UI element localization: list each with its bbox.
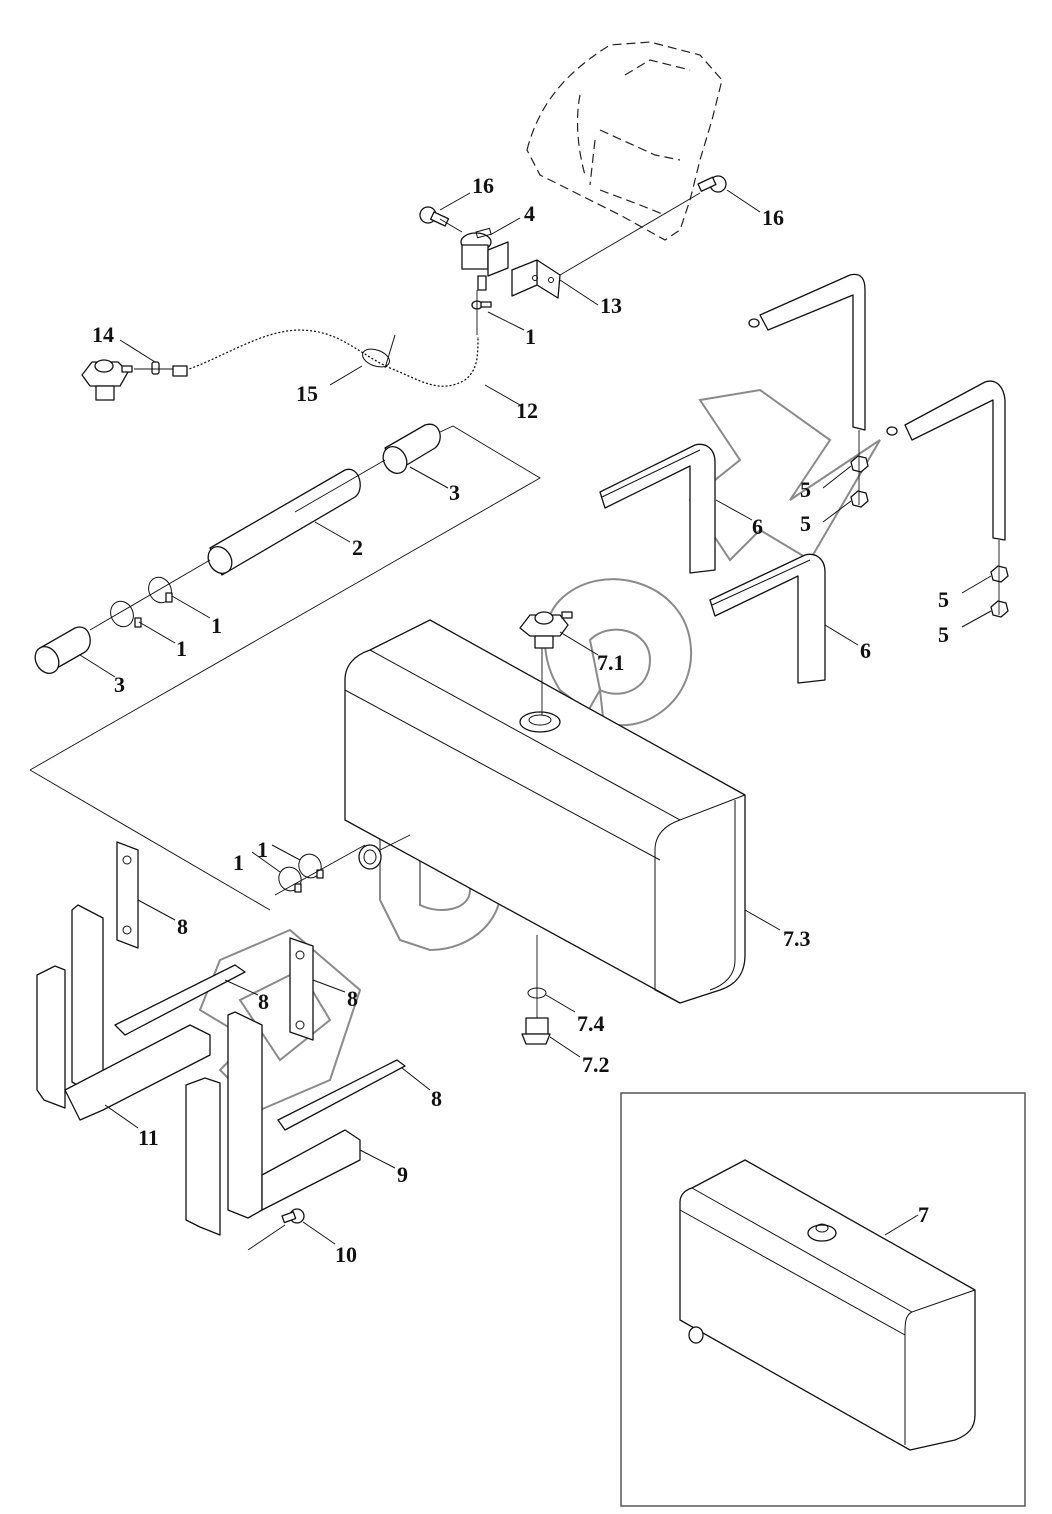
fender-outline (526, 41, 723, 241)
callout-label: 5 (800, 477, 811, 502)
fuel-cap (460, 227, 509, 291)
bolt-icon (419, 206, 450, 227)
callout-label: 13 (600, 293, 622, 318)
callout-label: 6 (860, 638, 871, 663)
callout-label: 7.4 (577, 1011, 605, 1036)
callout-label: 7.1 (597, 650, 625, 675)
callout-label: 12 (516, 398, 538, 423)
hose-clamp-icon (151, 361, 160, 375)
bolt-icon (697, 175, 727, 193)
callout-label: 1 (525, 324, 536, 349)
breather-hose-group (81, 327, 481, 401)
callout-label: 6 (752, 514, 763, 539)
callout-label: 5 (938, 622, 949, 647)
callout-label: 1 (257, 837, 268, 862)
callout-label: 4 (524, 201, 535, 226)
callout-label: 5 (800, 511, 811, 536)
fuel-filler-group (419, 175, 727, 335)
saddle-group (599, 443, 826, 684)
nut-icon (850, 455, 1009, 618)
tank-clamps (274, 844, 366, 896)
callout-label: 16 (762, 205, 784, 230)
callout-label: 3 (114, 672, 125, 697)
callout-label: 5 (938, 587, 949, 612)
hose-clamp-icon (471, 300, 492, 310)
callout-label: 9 (397, 1162, 408, 1187)
inset-assembled-view (620, 1092, 1026, 1507)
callout-label: 1 (211, 613, 222, 638)
callout-label: 10 (335, 1242, 357, 1267)
callout-label: 1 (233, 850, 244, 875)
tank-straps-group (748, 273, 1009, 618)
mounting-brackets-group (36, 841, 406, 1251)
callout-label: 1 (176, 636, 187, 661)
callout-label: 2 (352, 535, 363, 560)
callout-label: 11 (138, 1125, 159, 1150)
callout-label: 7.3 (783, 926, 811, 951)
callout-label: 8 (431, 1086, 442, 1111)
bolt-icon (281, 1208, 305, 1224)
filler-pipe-group (29, 423, 541, 911)
callout-label: 8 (177, 914, 188, 939)
callout-label: 8 (347, 986, 358, 1011)
callout-label: 16 (472, 173, 494, 198)
callout-label: 7.2 (582, 1052, 610, 1077)
callout-label: 8 (258, 989, 269, 1014)
callout-labels: 16 4 16 13 1 14 15 12 3 2 1 1 3 5 5 6 5 … (92, 173, 949, 1267)
sender-unit (81, 359, 133, 401)
sender-unit (519, 611, 573, 649)
callout-label: 3 (449, 480, 460, 505)
leader-lines (79, 189, 992, 1245)
callout-label: 15 (296, 381, 318, 406)
callout-label: 14 (92, 322, 114, 347)
inset-callout-label: 7 (918, 1202, 929, 1227)
fuel-tank (344, 611, 746, 1045)
